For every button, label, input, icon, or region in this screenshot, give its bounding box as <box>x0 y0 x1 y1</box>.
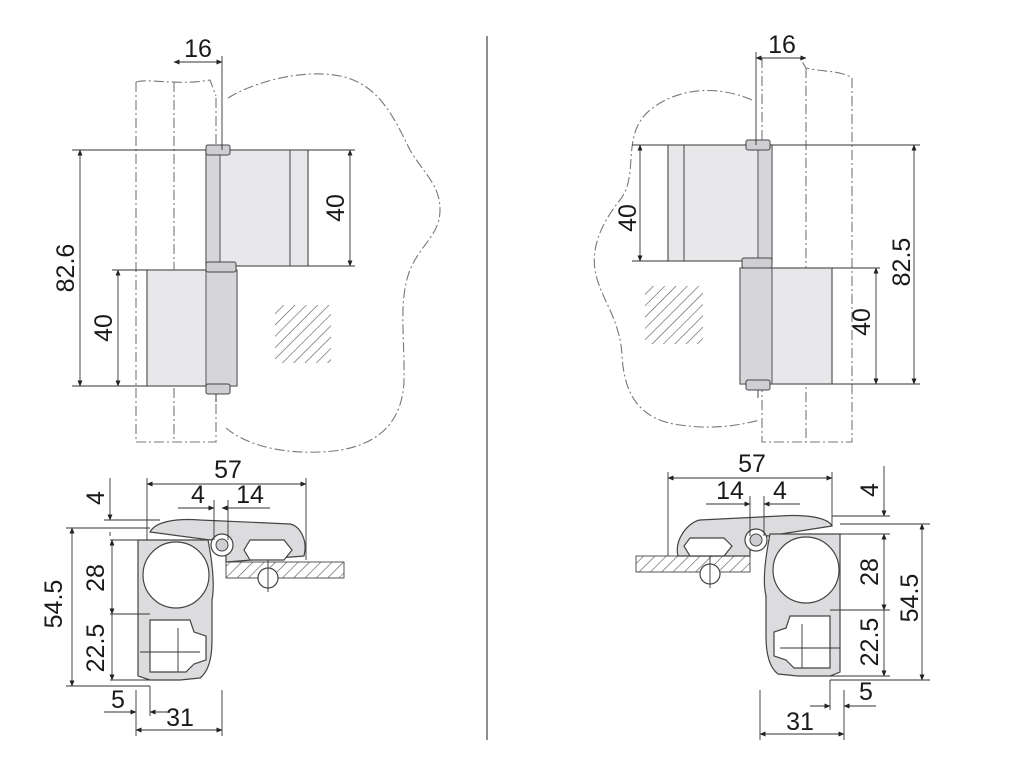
left-pin-offset-label: 4 <box>191 481 205 509</box>
right-pin-offset-label: 4 <box>773 477 787 505</box>
left-knuckle <box>205 144 231 156</box>
left-overall-width-label: 57 <box>214 456 242 484</box>
left-frame-outline <box>135 79 217 443</box>
left-door-panel <box>226 562 344 578</box>
right-hatch <box>645 286 703 344</box>
right-upper-leaf <box>667 144 773 262</box>
right-total-height-label: 82.5 <box>888 238 916 287</box>
right-upper-leaf-label: 40 <box>614 204 642 232</box>
left-total-height-label: 82.6 <box>52 244 80 293</box>
left-gap-top-label: 4 <box>82 491 110 505</box>
right-knuckle <box>745 139 771 151</box>
right-lower-leaf-label: 40 <box>848 308 876 336</box>
left-leaf-width-label: 14 <box>236 481 264 509</box>
left-section-view: 57 4 14 4 54.5 28 22.5 5 31 <box>40 456 345 736</box>
left-hatch <box>275 305 331 363</box>
right-frame-outline <box>761 57 853 443</box>
left-front-view: 16 82.6 40 40 <box>52 35 441 453</box>
right-overall-width-label: 57 <box>738 450 766 478</box>
left-upper-leaf-label: 40 <box>322 194 350 222</box>
right-frame-depth-label: 28 <box>856 558 884 586</box>
right-small-offset-label: 5 <box>859 678 873 706</box>
left-overall-depth-label: 54.5 <box>40 580 68 629</box>
right-section-view: 57 14 4 4 54.5 28 22.5 5 31 <box>635 450 930 740</box>
right-leaf-offset-label: 16 <box>768 31 796 59</box>
left-door-outline <box>225 73 441 453</box>
left-frame-width-label: 31 <box>166 704 194 732</box>
left-small-offset-label: 5 <box>111 686 125 714</box>
right-frame-width-label: 31 <box>786 708 814 736</box>
right-door-panel <box>636 556 750 572</box>
left-leaf-offset-label: 16 <box>184 35 212 63</box>
left-lower-leaf-label: 40 <box>90 314 118 342</box>
left-lower-depth-label: 22.5 <box>82 624 110 673</box>
right-lower-depth-label: 22.5 <box>856 618 884 667</box>
right-overall-depth-label: 54.5 <box>896 574 924 623</box>
right-gap-top-label: 4 <box>856 483 884 497</box>
right-leaf-width-label: 14 <box>716 477 744 505</box>
left-upper-leaf <box>205 149 309 267</box>
right-door-outline <box>593 89 761 428</box>
left-frame-depth-label: 28 <box>82 564 110 592</box>
right-front-view: 16 82.5 40 40 <box>593 31 920 443</box>
